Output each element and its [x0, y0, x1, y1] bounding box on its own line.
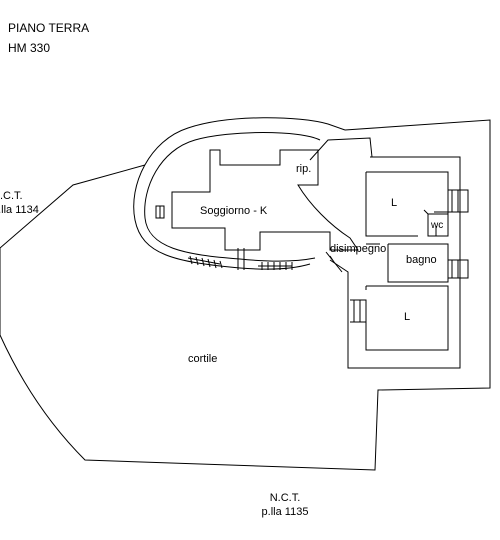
steps-2 [258, 262, 293, 270]
window-right-4 [434, 211, 448, 236]
wc-wall [423, 209, 449, 237]
plan-subtitle: HM 330 [8, 41, 51, 55]
house-outer-wall [133, 117, 346, 270]
window-right-1 [448, 189, 469, 213]
plan-title: PIANO TERRA [8, 21, 90, 35]
right-block-outer [329, 156, 461, 369]
neighbor-bottom-line2: p.lla 1135 [261, 506, 309, 518]
neighbor-left-line2: p.lla 1134 [0, 204, 39, 216]
room-label-disimpegno: disimpegno [330, 243, 387, 255]
living-zone-wall [171, 149, 359, 251]
neighbor-bottom-line1: N.C.T. [269, 492, 301, 504]
room-label-soggiorno: Soggiorno - K [200, 205, 268, 217]
steps-1 [187, 255, 223, 269]
neighbor-left-line1: N.C.T. [0, 190, 23, 202]
room-label-bedroom-1: L [391, 197, 398, 209]
window-left [155, 205, 165, 219]
room-label-bedroom-2: L [404, 311, 411, 323]
door-marker-2 [325, 251, 343, 273]
label-cortile: cortile [188, 353, 218, 365]
room-label-bagno: bagno [406, 254, 437, 266]
lot-boundary [0, 119, 491, 471]
bedroom-2-wall [365, 285, 449, 351]
house-inner-wall [144, 132, 373, 262]
room-label-wc: wc [431, 220, 444, 231]
window-right-3 [350, 299, 367, 323]
bathroom-wall [366, 243, 449, 283]
window-right-2 [448, 259, 469, 279]
room-label-rip: rip. [296, 163, 312, 175]
door-marker-1 [237, 248, 245, 270]
